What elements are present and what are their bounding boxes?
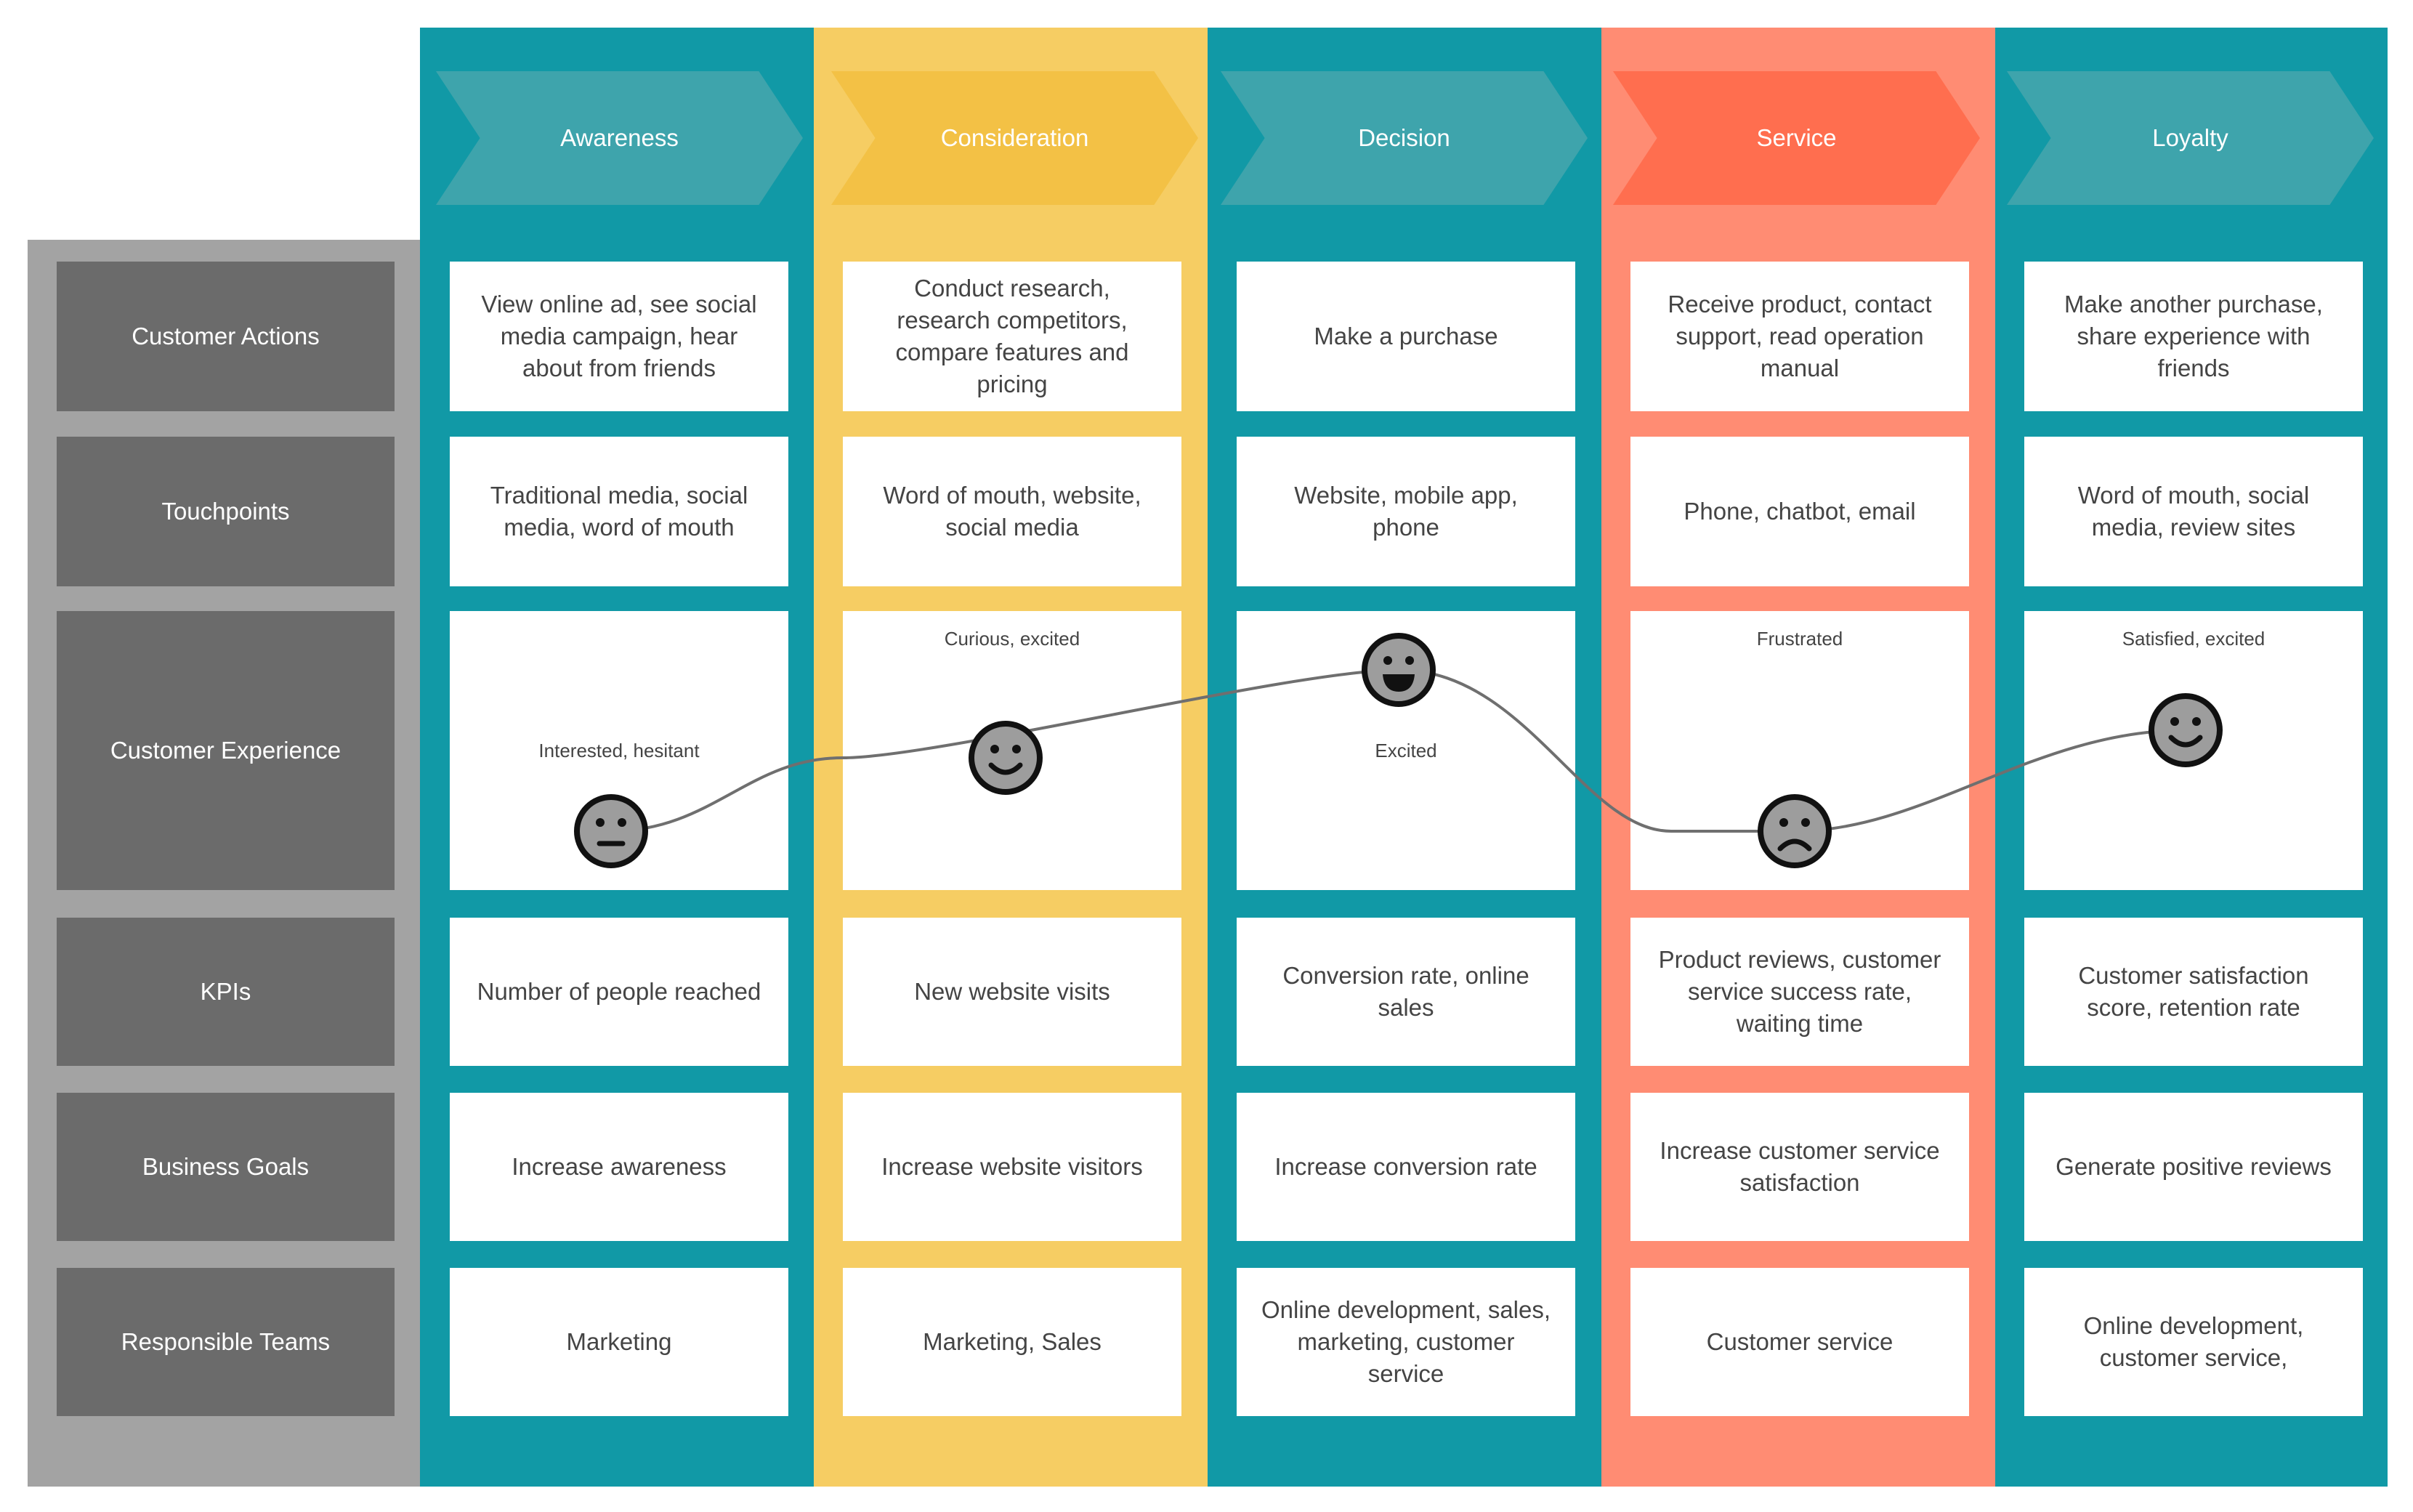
responsible-teams-loyalty: Online development, customer service,: [2024, 1268, 2363, 1416]
stage-header-decision: Decision: [1221, 71, 1588, 205]
responsible-teams-service: Customer service: [1630, 1268, 1969, 1416]
customer-actions-consideration: Conduct research, research competitors, …: [843, 262, 1181, 411]
responsible-teams-consideration: Marketing, Sales: [843, 1268, 1181, 1416]
responsible-teams-decision: Online development, sales, marketing, cu…: [1237, 1268, 1575, 1416]
stage-header-awareness: Awareness: [436, 71, 803, 205]
customer-actions-decision: Make a purchase: [1237, 262, 1575, 411]
row-label-kpis: KPIs: [57, 918, 395, 1066]
stage-header-loyalty: Loyalty: [2007, 71, 2374, 205]
business-goals-awareness: Increase awareness: [450, 1093, 788, 1241]
kpis-decision: Conversion rate, online sales: [1237, 918, 1575, 1066]
touchpoints-awareness: Traditional media, social media, word of…: [450, 437, 788, 586]
touchpoints-consideration: Word of mouth, website, social media: [843, 437, 1181, 586]
touchpoints-loyalty: Word of mouth, social media, review site…: [2024, 437, 2363, 586]
kpis-awareness: Number of people reached: [450, 918, 788, 1066]
frowning-face-icon: [1758, 794, 1832, 868]
kpis-loyalty: Customer satisfaction score, retention r…: [2024, 918, 2363, 1066]
business-goals-decision: Increase conversion rate: [1237, 1093, 1575, 1241]
emotion-label-consideration: Curious, excited: [944, 628, 1080, 650]
business-goals-consideration: Increase website visitors: [843, 1093, 1181, 1241]
row-label-customer-actions: Customer Actions: [57, 262, 395, 411]
row-label-customer-experience: Customer Experience: [57, 611, 395, 890]
stage-header-service: Service: [1613, 71, 1980, 205]
customer-actions-service: Receive product, contact support, read o…: [1630, 262, 1969, 411]
row-label-touchpoints: Touchpoints: [57, 437, 395, 586]
business-goals-service: Increase customer service satisfaction: [1630, 1093, 1969, 1241]
responsible-teams-awareness: Marketing: [450, 1268, 788, 1416]
smiling-face-icon: [2149, 693, 2223, 767]
emotion-label-decision: Excited: [1375, 740, 1437, 761]
emotion-label-loyalty: Satisfied, excited: [2122, 628, 2266, 650]
stage-header-consideration: Consideration: [831, 71, 1198, 205]
touchpoints-service: Phone, chatbot, email: [1630, 437, 1969, 586]
emotion-label-awareness: Interested, hesitant: [538, 740, 700, 761]
touchpoints-decision: Website, mobile app, phone: [1237, 437, 1575, 586]
grinning-face-icon: [1362, 633, 1436, 707]
customer-actions-awareness: View online ad, see social media campaig…: [450, 262, 788, 411]
row-label-responsible-teams: Responsible Teams: [57, 1268, 395, 1416]
kpis-consideration: New website visits: [843, 918, 1181, 1066]
smiling-face-icon: [969, 721, 1043, 795]
business-goals-loyalty: Generate positive reviews: [2024, 1093, 2363, 1241]
kpis-service: Product reviews, customer service succes…: [1630, 918, 1969, 1066]
customer-actions-loyalty: Make another purchase, share experience …: [2024, 262, 2363, 411]
emotion-label-service: Frustrated: [1756, 628, 1843, 650]
neutral-face-icon: [574, 794, 648, 868]
row-label-business-goals: Business Goals: [57, 1093, 395, 1241]
